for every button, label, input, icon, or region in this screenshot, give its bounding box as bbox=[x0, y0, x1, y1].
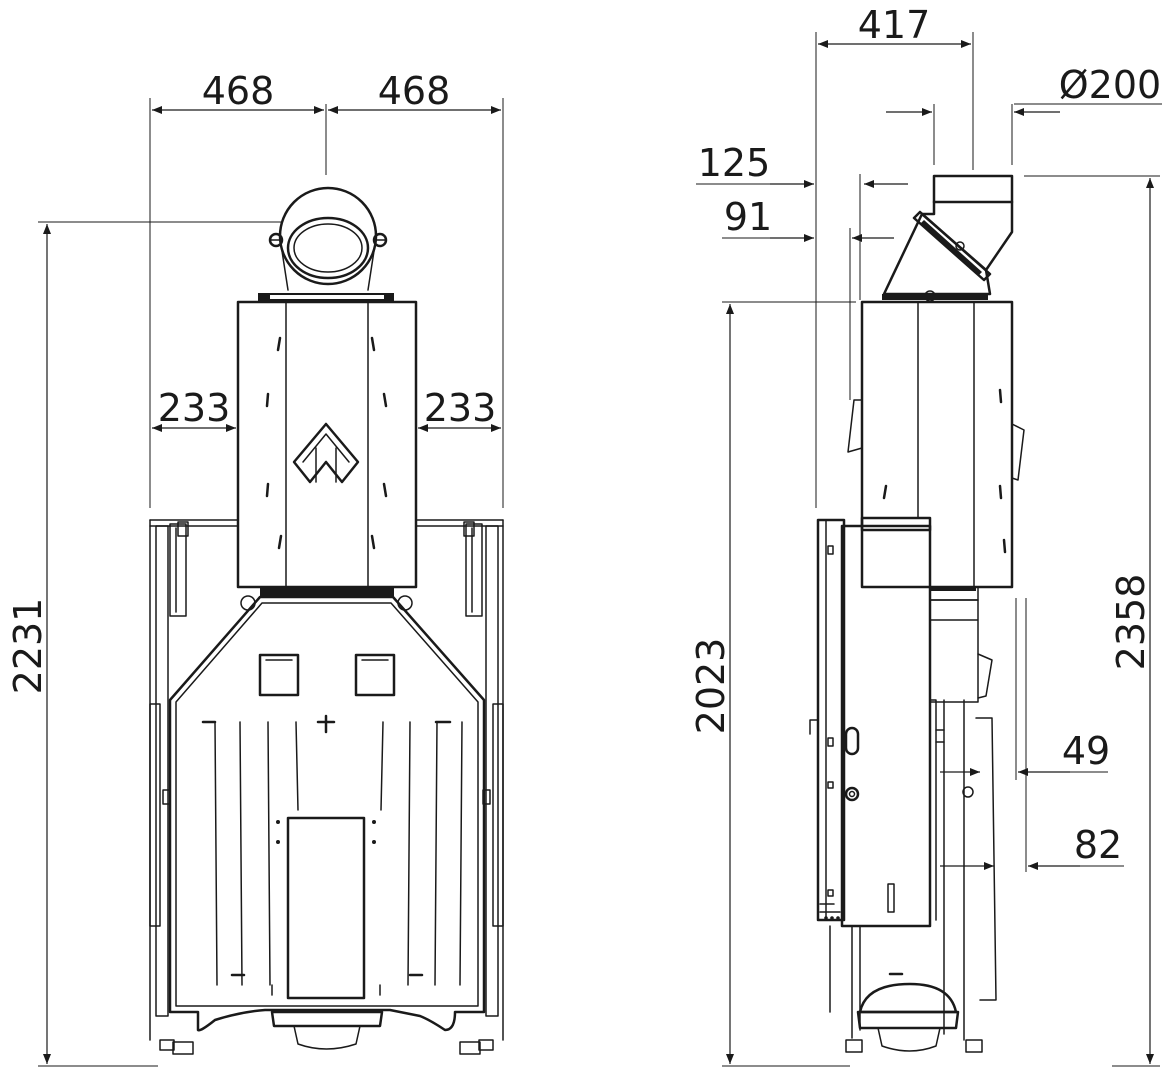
front-total-height-label: 2231 bbox=[6, 598, 50, 695]
front-width-left-label: 468 bbox=[202, 69, 275, 113]
front-side-right-label: 233 bbox=[424, 386, 497, 430]
front-dimensions bbox=[38, 98, 504, 1067]
side-view: 417 Ø200 125 91 2358 2023 49 82 bbox=[689, 3, 1162, 1067]
logo-icon bbox=[292, 422, 360, 484]
front-flue-collar bbox=[268, 186, 388, 291]
side-offset-a-label: 125 bbox=[698, 141, 771, 185]
side-depth-label: 417 bbox=[858, 3, 931, 47]
front-chimney-box bbox=[236, 293, 418, 597]
side-flue-diameter-label: Ø200 bbox=[1059, 63, 1161, 107]
front-lower-body bbox=[149, 519, 504, 1055]
side-chimney-box bbox=[847, 300, 1025, 601]
side-flue-elbow bbox=[882, 174, 1014, 302]
side-total-height-label: 2358 bbox=[1109, 574, 1153, 671]
front-side-left-label: 233 bbox=[158, 386, 231, 430]
side-main-body bbox=[809, 516, 997, 1053]
side-body-height-label: 2023 bbox=[689, 638, 733, 735]
side-gap-a-label: 49 bbox=[1062, 729, 1110, 773]
side-dimensions bbox=[696, 32, 1162, 1067]
side-gap-b-label: 82 bbox=[1074, 823, 1122, 867]
front-view: 468 468 233 233 2231 bbox=[6, 69, 504, 1067]
side-offset-b-label: 91 bbox=[724, 195, 772, 239]
front-width-right-label: 468 bbox=[378, 69, 451, 113]
